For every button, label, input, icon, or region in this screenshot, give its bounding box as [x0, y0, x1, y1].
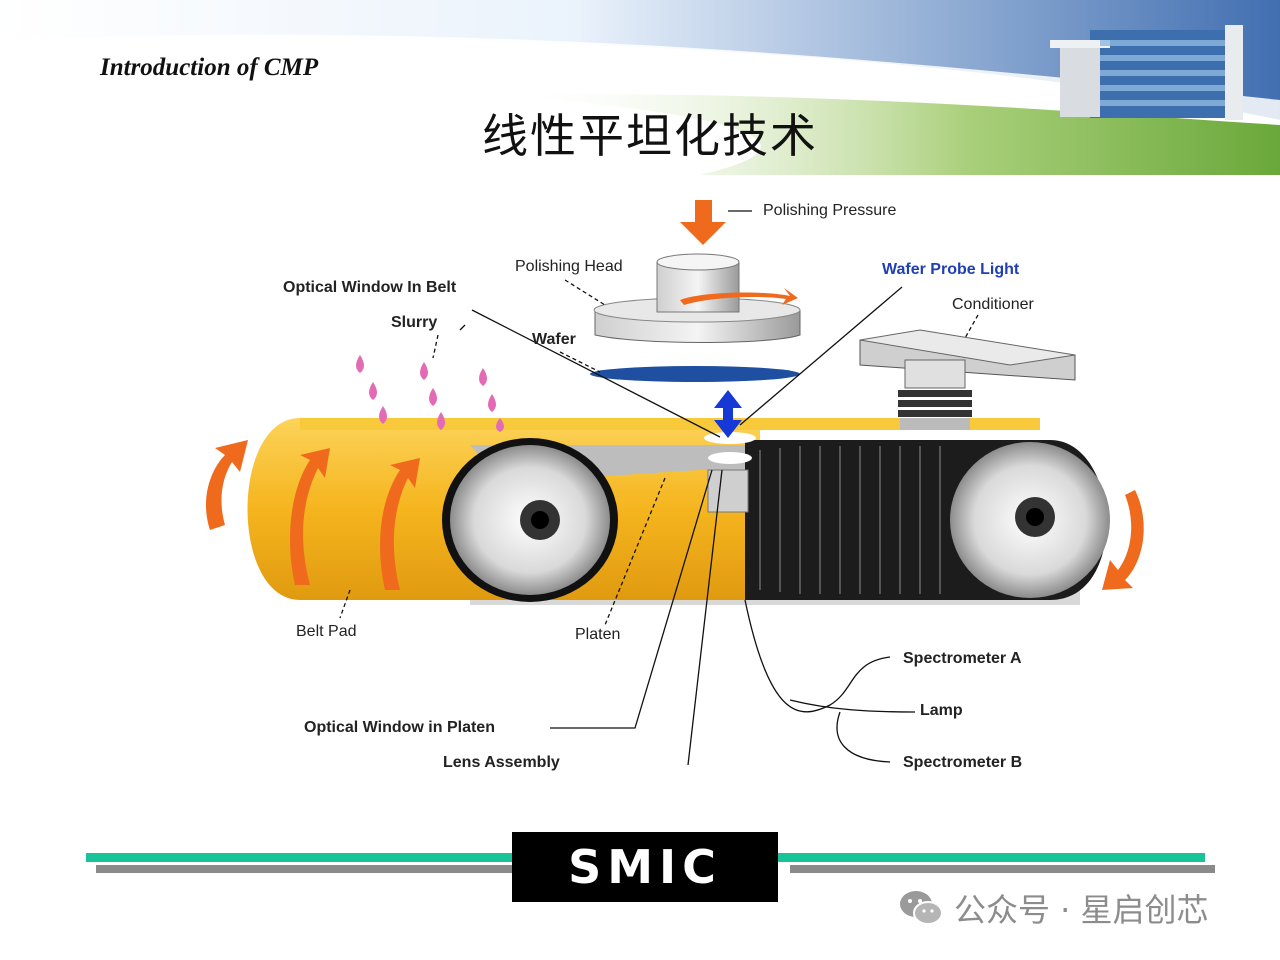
watermark-text: 公众号 · 星启创芯 — [954, 891, 1209, 929]
wechat-watermark: 公众号 · 星启创芯 — [898, 886, 1209, 930]
label-optical-window-belt: Optical Window In Belt — [283, 279, 457, 296]
label-slurry: Slurry — [391, 314, 438, 331]
belt-motion-arrows — [205, 440, 1144, 590]
leader-lines — [339, 210, 979, 766]
footer-green-line-right — [778, 853, 1205, 862]
optical-window-platen-mark — [708, 452, 752, 464]
probe-light-arrow — [714, 390, 742, 438]
polishing-head — [593, 253, 801, 343]
left-roller — [442, 438, 618, 602]
label-belt-pad: Belt Pad — [296, 623, 357, 640]
right-roller — [950, 442, 1110, 598]
label-conditioner: Conditioner — [952, 296, 1034, 313]
conditioner — [859, 329, 1076, 430]
header-subtitle: Introduction of CMP — [100, 54, 319, 81]
wechat-icon — [900, 891, 943, 925]
label-spectrometer-b: Spectrometer B — [903, 754, 1023, 771]
label-polishing-pressure: Polishing Pressure — [763, 202, 897, 219]
label-lens-assembly: Lens Assembly — [443, 754, 560, 771]
label-lamp: Lamp — [920, 702, 963, 719]
lens-assembly — [707, 469, 749, 513]
cmp-diagram — [205, 200, 1144, 766]
label-platen: Platen — [575, 626, 621, 643]
label-wafer: Wafer — [532, 331, 576, 348]
building-icon — [1050, 25, 1243, 120]
label-spectrometer-a: Spectrometer A — [903, 650, 1022, 667]
slide-title: 线性平坦化技术 — [482, 109, 818, 163]
smic-logo-text: SMIC — [568, 840, 722, 894]
smic-logo: SMIC — [512, 832, 778, 902]
footer-green-line-left — [86, 853, 512, 862]
footer-gray-line-right — [790, 865, 1215, 873]
label-optical-window-platen: Optical Window in Platen — [304, 719, 495, 736]
slurry-drops — [356, 355, 504, 432]
header-background — [0, 0, 1280, 175]
label-wafer-probe-light: Wafer Probe Light — [882, 261, 1020, 278]
footer-gray-line-left — [96, 865, 512, 873]
label-polishing-head: Polishing Head — [515, 258, 623, 275]
wafer — [590, 366, 800, 382]
pressure-arrow — [680, 200, 726, 245]
